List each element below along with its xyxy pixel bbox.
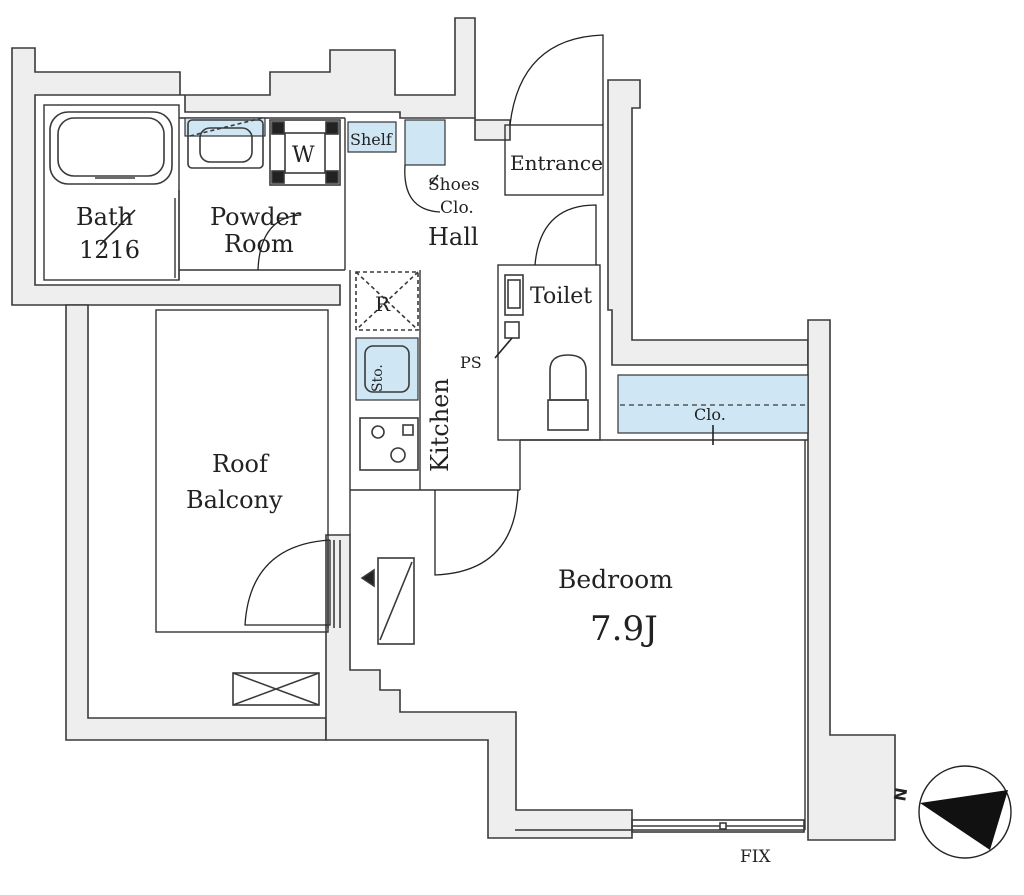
labels: Bath 1216 Powder Room W Shelf Shoes Clo.… xyxy=(76,130,772,867)
meter-box xyxy=(360,557,415,645)
bath-label: Bath xyxy=(76,203,133,231)
roof-label-1: Roof xyxy=(212,450,270,478)
bedroom-size-label: 7.9J xyxy=(590,609,658,649)
storage-label: Sto. xyxy=(370,364,386,392)
washer-icon xyxy=(269,119,341,186)
wall-top-left xyxy=(11,17,476,306)
ps-label: PS xyxy=(460,353,482,372)
kitchen-label: Kitchen xyxy=(426,378,454,472)
balcony-window xyxy=(327,540,341,628)
washbasin-icon xyxy=(187,117,264,169)
wall-balcony-outer xyxy=(65,304,327,741)
washer-label: W xyxy=(292,143,315,168)
bathtub-icon xyxy=(49,111,173,185)
shoes-clo-label: Clo. xyxy=(440,198,474,218)
walls xyxy=(11,17,896,841)
powder-label-2: Room xyxy=(224,230,294,258)
shoes-label: Shoes xyxy=(428,175,480,195)
kitchen-sink-icon xyxy=(364,345,410,393)
storage-fills xyxy=(184,117,809,434)
closet-bedroom xyxy=(617,374,809,434)
north-label: N xyxy=(890,786,911,802)
ac-unit-icon xyxy=(232,672,320,706)
entrance-label: Entrance xyxy=(510,151,603,175)
bath-size-label: 1216 xyxy=(79,236,140,264)
wall-entrance-right xyxy=(474,118,511,141)
hall-label: Hall xyxy=(428,223,479,251)
fix-window xyxy=(631,819,805,833)
bedroom-label: Bedroom xyxy=(558,565,673,594)
toilet-icon xyxy=(504,274,589,431)
toilet-label: Toilet xyxy=(530,284,592,309)
powder-label-1: Powder xyxy=(210,203,302,231)
refrigerator-space xyxy=(355,271,419,331)
stove-icon xyxy=(359,417,419,471)
wall-right-lower xyxy=(807,319,896,841)
wall-right-upper xyxy=(607,79,809,366)
roof-balcony-outline xyxy=(155,309,329,633)
shelf-label: Shelf xyxy=(350,130,393,149)
door-swings xyxy=(174,34,604,626)
north-compass-icon: N xyxy=(890,765,1012,859)
refrigerator-label: R xyxy=(375,292,391,316)
wall-bottom xyxy=(325,534,633,839)
closet-label: Clo. xyxy=(694,405,726,424)
roof-label-2: Balcony xyxy=(186,486,283,514)
entrance-outline xyxy=(504,124,604,196)
fix-label: FIX xyxy=(740,847,772,867)
